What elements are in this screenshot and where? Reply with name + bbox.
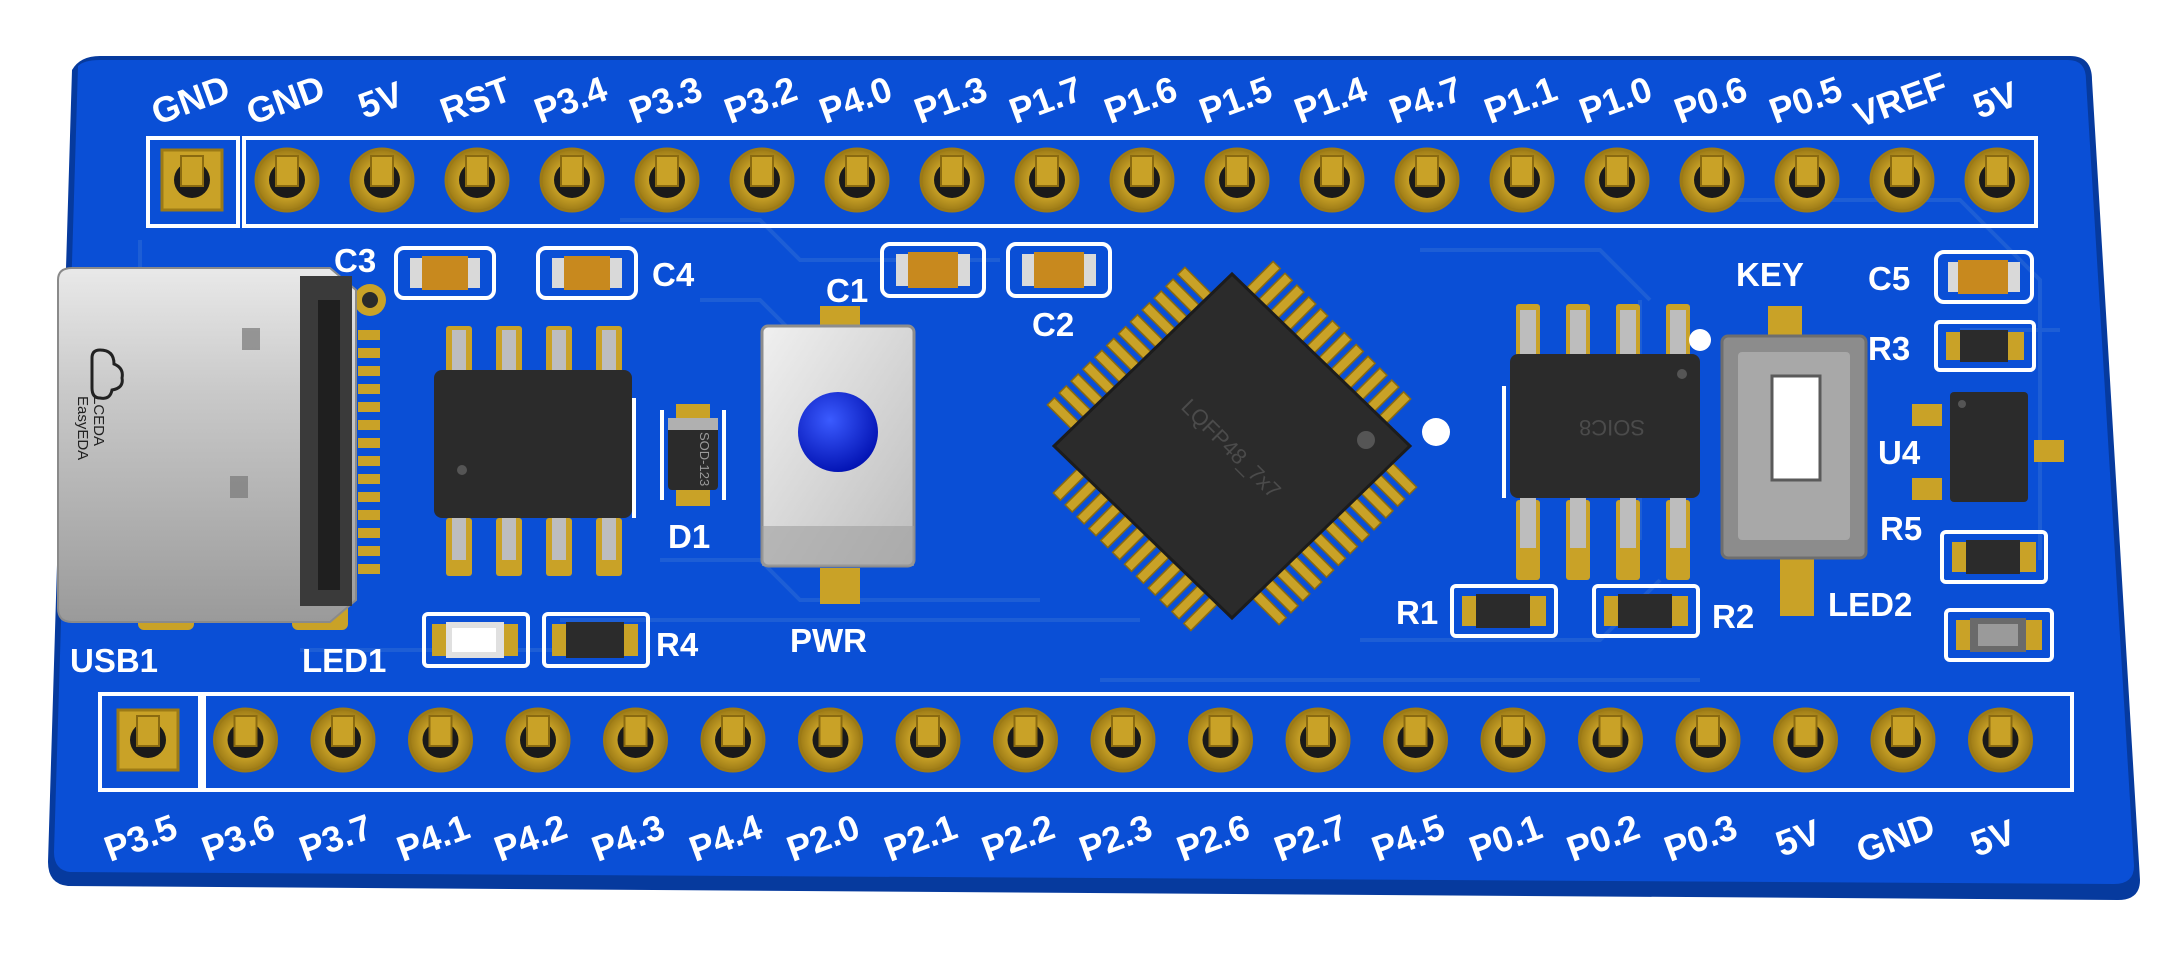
- resistor-r1: [1450, 584, 1558, 638]
- capacitor-c2: [1006, 242, 1112, 298]
- bottom-pin: [1578, 707, 1643, 773]
- label-c4: C4: [652, 256, 695, 293]
- label-usb1: USB1: [70, 642, 158, 679]
- top-pin1-outline: [146, 136, 240, 228]
- ic-u4: [1912, 392, 2064, 502]
- top-pin: [1109, 147, 1175, 213]
- ic-soic8-left: [434, 326, 636, 576]
- bottom-pin: [1480, 707, 1546, 773]
- easyeda-logo-icon: [90, 348, 124, 400]
- top-pin: [1964, 147, 2030, 213]
- bottom-pin: [1188, 707, 1253, 773]
- key-button[interactable]: [1720, 306, 1868, 616]
- bottom-pin: [895, 707, 961, 773]
- ic-soic8-right: SOIC8: [1502, 304, 1711, 580]
- bottom-header-pins: [116, 707, 2033, 773]
- diode-marking: SOD-123: [697, 432, 712, 486]
- label-r4: R4: [656, 626, 699, 663]
- designator-labels: C3 C4 C1 C2 C5 D1 PWR KEY R3 U4 R5 LED2 …: [70, 242, 1922, 679]
- label-u4: U4: [1878, 434, 1921, 471]
- top-pin: [634, 147, 700, 213]
- top-header-pins: [160, 147, 2030, 213]
- top-pin: [539, 147, 605, 213]
- top-pin: [824, 147, 890, 213]
- label-d1: D1: [668, 518, 710, 555]
- capacitor-c3: [394, 246, 496, 300]
- top-pin: [1869, 147, 1935, 213]
- label-r5: R5: [1880, 510, 1922, 547]
- bottom-pin: [116, 708, 180, 772]
- bottom-pin: [1675, 707, 1741, 773]
- bottom-pin: [1773, 707, 1838, 773]
- top-pin: [160, 148, 224, 212]
- label-c5: C5: [1868, 260, 1910, 297]
- bottom-pin: [1383, 707, 1448, 773]
- bottom-pin: [700, 707, 766, 773]
- label-led1: LED1: [302, 642, 386, 679]
- bottom-pin: [505, 707, 571, 773]
- bottom-pin: [1968, 707, 2033, 773]
- label-pwr: PWR: [790, 622, 867, 659]
- label-key: KEY: [1736, 256, 1804, 293]
- top-pin: [1299, 147, 1365, 213]
- bottom-pin1-outline: [98, 692, 202, 792]
- label-r1: R1: [1396, 594, 1438, 631]
- top-pin: [919, 147, 985, 213]
- label-c2: C2: [1032, 306, 1074, 343]
- led-led2: [1944, 608, 2054, 662]
- top-pin: [1489, 147, 1555, 213]
- label-c1: C1: [826, 272, 868, 309]
- top-pin: [349, 147, 415, 213]
- label-r2: R2: [1712, 598, 1754, 635]
- usb-c-connector: LCEDA EasyEDA: [57, 267, 386, 630]
- resistor-r4: [542, 612, 650, 668]
- top-header-outline: [242, 136, 2038, 228]
- capacitor-c1: [880, 242, 986, 298]
- bottom-pin: [1870, 707, 1936, 773]
- bottom-pin: [993, 707, 1058, 773]
- capacitor-c5: [1934, 250, 2034, 304]
- top-pin: [1394, 147, 1460, 213]
- resistor-r2: [1592, 584, 1700, 638]
- pwr-button-cap[interactable]: [798, 392, 878, 472]
- top-pin: [1204, 147, 1270, 213]
- top-pin: [729, 147, 795, 213]
- bottom-pin: [1090, 707, 1156, 773]
- label-c3: C3: [334, 242, 376, 279]
- top-pin: [1774, 147, 1840, 213]
- bottom-pin: [1285, 707, 1351, 773]
- usb-logo-line1: LCEDA: [90, 396, 107, 446]
- bottom-pin: [310, 707, 376, 773]
- mcu-lqfp48: LQFP48_7x7: [1046, 260, 1450, 632]
- top-pin: [254, 147, 320, 213]
- label-r3: R3: [1868, 330, 1910, 367]
- capacitor-c4: [536, 246, 638, 300]
- top-pin: [1584, 147, 1650, 213]
- bottom-header-outline: [202, 692, 2074, 792]
- key-button-actuator[interactable]: [1770, 374, 1822, 482]
- bottom-pin: [408, 707, 473, 773]
- label-led2: LED2: [1828, 586, 1912, 623]
- bottom-pin: [213, 707, 278, 773]
- usb-contact-pads: [358, 330, 380, 574]
- bottom-pin: [603, 707, 668, 773]
- usb-logo-line2: EasyEDA: [74, 396, 91, 460]
- top-pin: [1014, 147, 1080, 213]
- resistor-r5: [1940, 530, 2048, 584]
- bottom-pin: [798, 707, 863, 773]
- led-led1: [422, 612, 530, 668]
- soic8-marking: SOIC8: [1579, 415, 1645, 440]
- top-pin: [444, 147, 510, 213]
- pwr-button[interactable]: [760, 306, 916, 604]
- top-pin: [1679, 147, 1745, 213]
- resistor-r3: [1934, 320, 2036, 372]
- diode-d1: SOD-123: [660, 404, 726, 506]
